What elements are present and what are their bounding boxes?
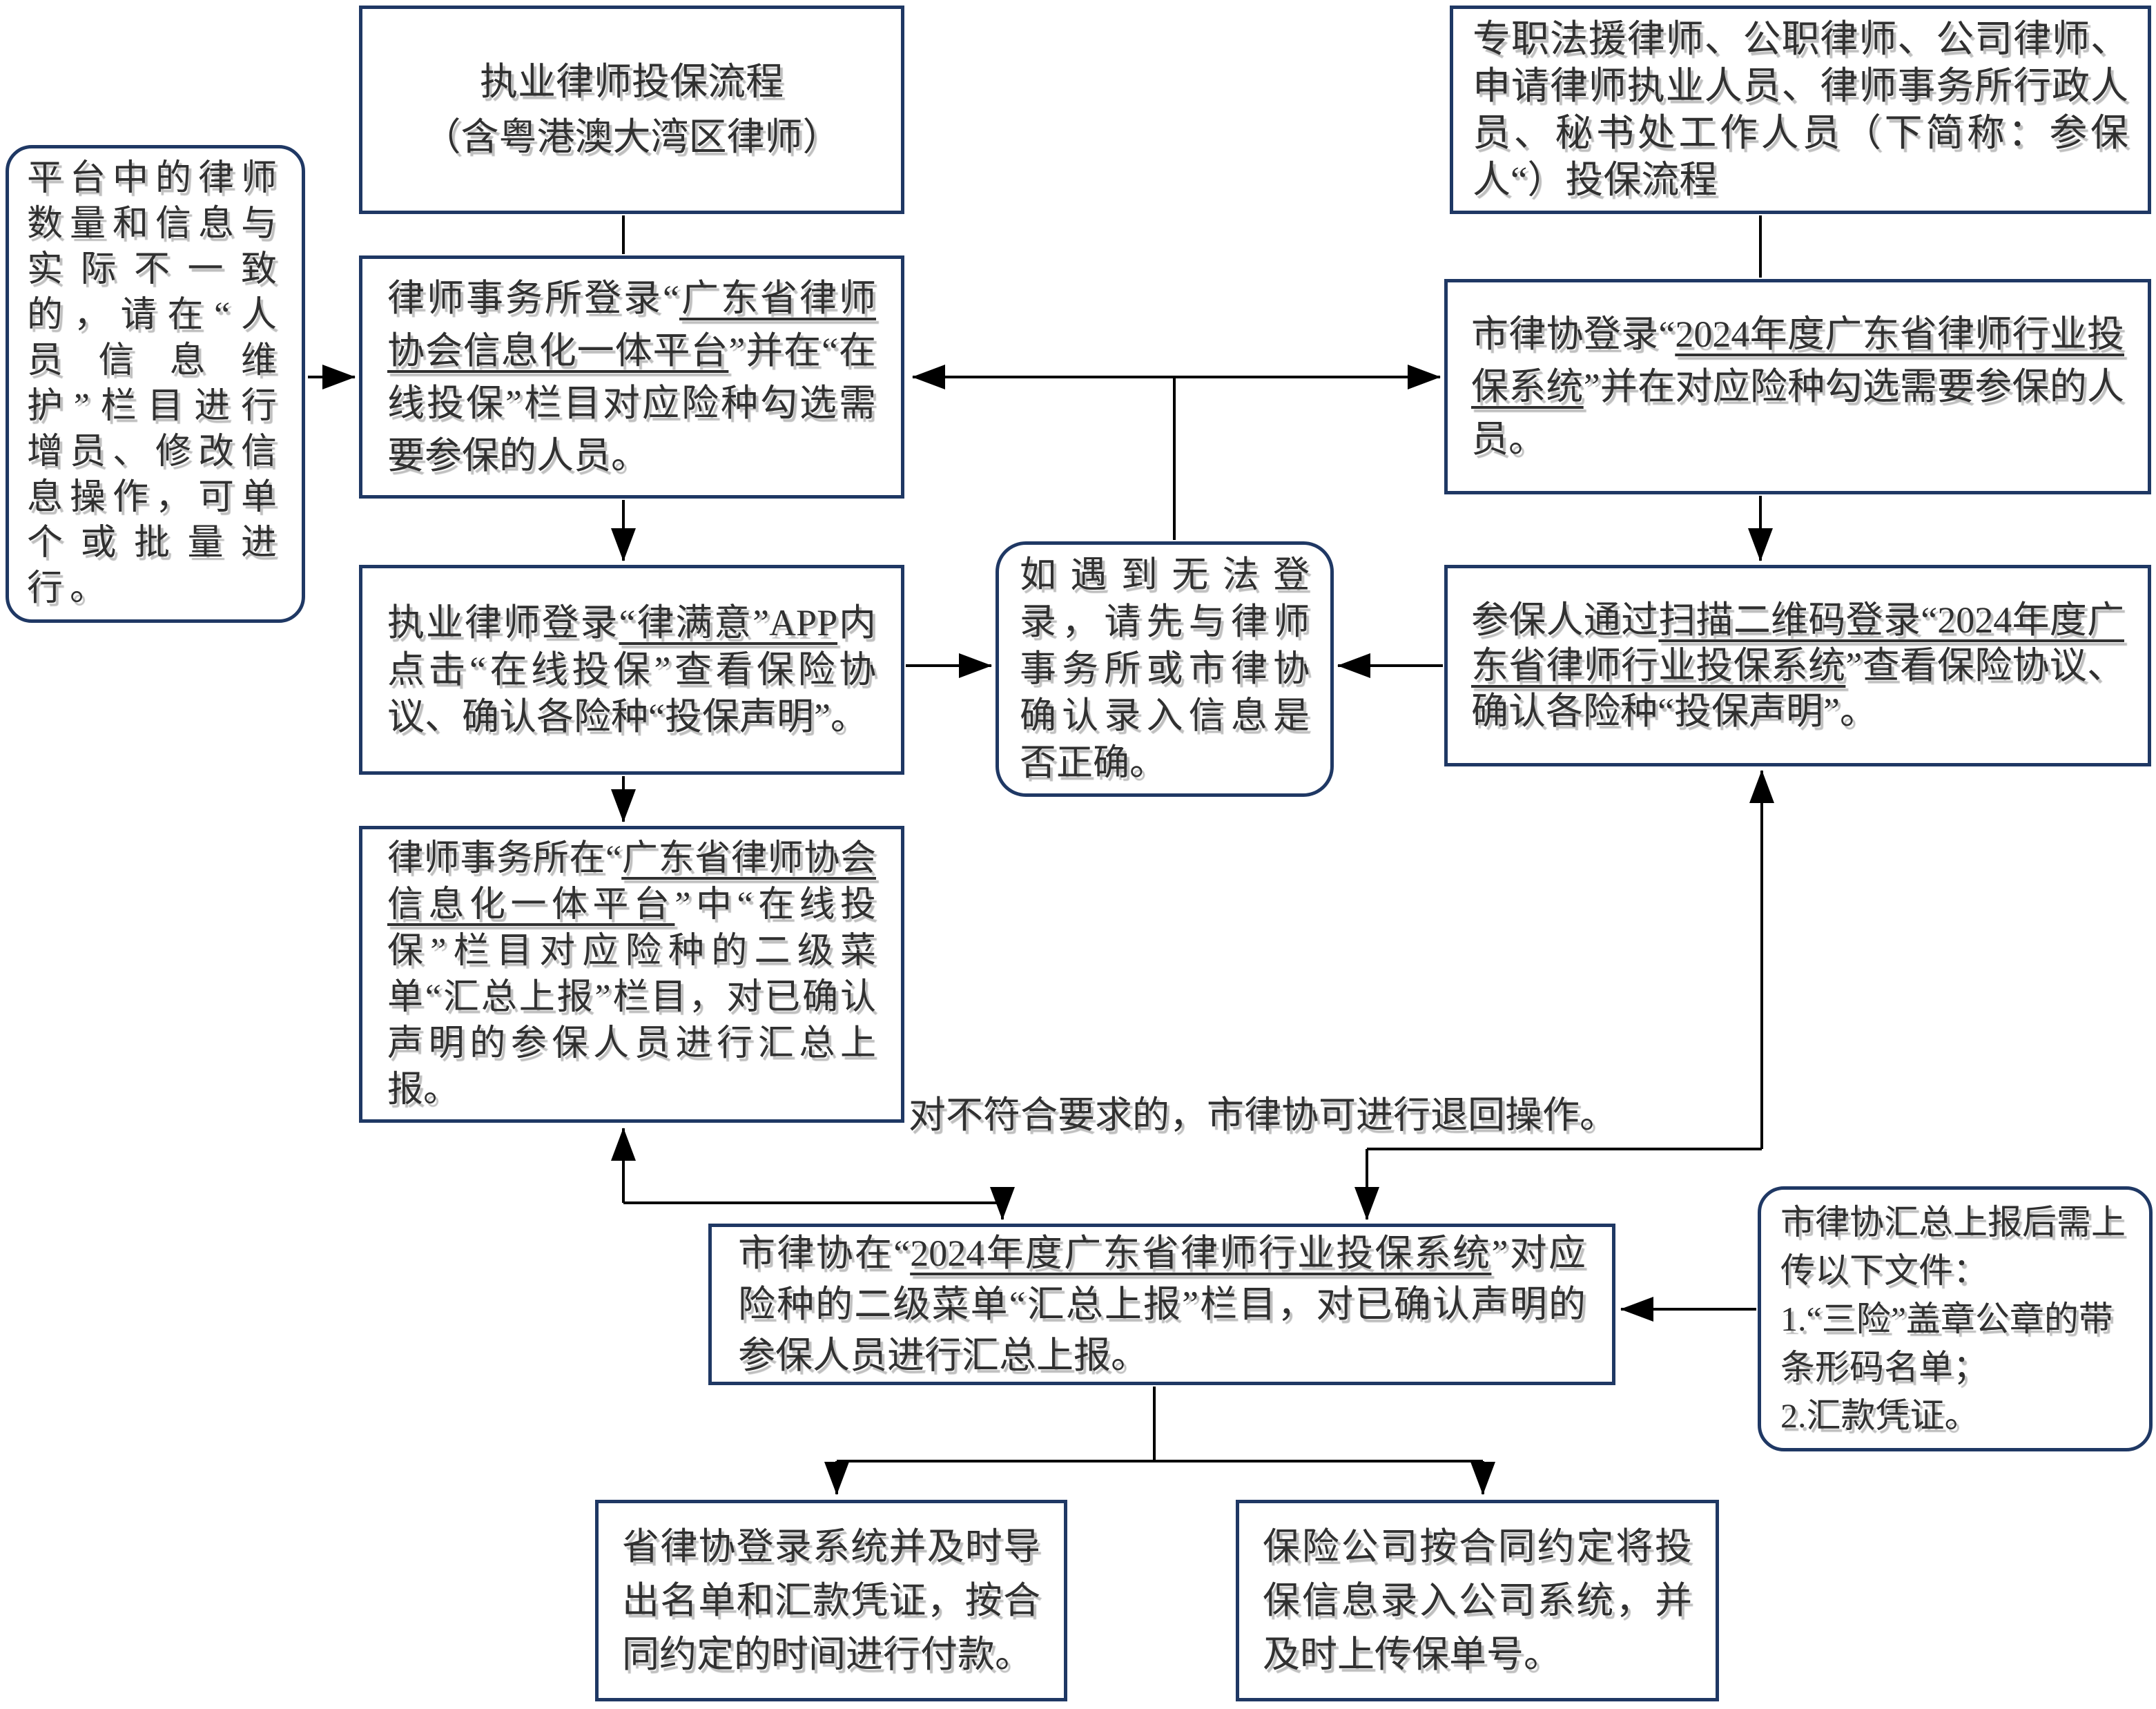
node-city-association-login: 市律协登录“2024年度广东省律师行业投保系统”并在对应险种勾选需要参保的人员。 xyxy=(1444,279,2151,494)
node-member-maintain-note-text: 平台中的律师数量和信息与实际不一致的，请在“人员信息维护”栏目进行增员、修改信息… xyxy=(27,159,284,608)
node-upload-files-note-text: 市律协汇总上报后需上传以下文件：1.“三险”盖章公章的带条形码名单；2.汇款凭证… xyxy=(1780,1203,2126,1435)
node-upload-files-note: 市律协汇总上报后需上传以下文件：1.“三险”盖章公章的带条形码名单；2.汇款凭证… xyxy=(1758,1186,2153,1451)
node-firm-login-platform: 律师事务所登录“广东省律师协会信息化一体平台”并在“在线投保”栏目对应险种勾选需… xyxy=(359,255,904,499)
node-lawyer-app-declaration-text: 执业律师登录“律满意”APP内点击“在线投保”查看保险协议、确认各险种“投保声明… xyxy=(387,602,877,737)
node-province-export-pay-text: 省律协登录系统并及时导出名单和汇款凭证，按合同约定的时间进行付款。 xyxy=(622,1526,1040,1675)
node-lawyer-app-declaration: 执业律师登录“律满意”APP内点击“在线投保”查看保险协议、确认各险种“投保声明… xyxy=(359,565,904,775)
node-insured-scan-declaration: 参保人通过扫描二维码登录“2024年度广东省律师行业投保系统”查看保险协议、确认… xyxy=(1444,565,2151,766)
node-insured-scan-declaration-text: 参保人通过扫描二维码登录“2024年度广东省律师行业投保系统”查看保险协议、确认… xyxy=(1471,599,2125,732)
node-title-practicing-lawyer-flow: 执业律师投保流程（含粤港澳大湾区律师） xyxy=(359,6,904,214)
node-member-maintain-note: 平台中的律师数量和信息与实际不一致的，请在“人员信息维护”栏目进行增员、修改信息… xyxy=(6,145,305,623)
node-title-practicing-lawyer-flow-text: 执业律师投保流程（含粤港澳大湾区律师） xyxy=(423,61,841,158)
node-cannot-login-note: 如遇到无法登录，请先与律师事务所或市律协确认录入信息是否正确。 xyxy=(996,541,1334,797)
label-return-operation: 对不符合要求的，市律协可进行退回操作。 xyxy=(909,1094,1617,1136)
node-province-export-pay: 省律协登录系统并及时导出名单和汇款凭证，按合同约定的时间进行付款。 xyxy=(595,1500,1067,1701)
node-firm-login-platform-text: 律师事务所登录“广东省律师协会信息化一体平台”并在“在线投保”栏目对应险种勾选需… xyxy=(387,278,877,476)
node-insurer-record-policy-text: 保险公司按合同约定将投保信息录入公司系统，并及时上传保单号。 xyxy=(1263,1526,1692,1675)
node-firm-summary-report: 律师事务所在“广东省律师协会信息化一体平台”中“在线投保”栏目对应险种的二级菜单… xyxy=(359,826,904,1123)
node-title-insured-person-flow-text: 专职法援律师、公职律师、公司律师、申请律师执业人员、律师事务所行政人员、秘书处工… xyxy=(1473,18,2128,201)
node-insurer-record-policy: 保险公司按合同约定将投保信息录入公司系统，并及时上传保单号。 xyxy=(1236,1500,1719,1701)
node-city-association-login-text: 市律协登录“2024年度广东省律师行业投保系统”并在对应险种勾选需要参保的人员。 xyxy=(1471,313,2125,460)
node-cannot-login-note-text: 如遇到无法登录，请先与律师事务所或市律协确认录入信息是否正确。 xyxy=(1020,555,1310,783)
node-firm-summary-report-text: 律师事务所在“广东省律师协会信息化一体平台”中“在线投保”栏目对应险种的二级菜单… xyxy=(387,839,876,1110)
node-city-summary-report-text: 市律协在“2024年度广东省律师行业投保系统”对应险种的二级菜单“汇总上报”栏目… xyxy=(738,1233,1586,1376)
node-city-summary-report: 市律协在“2024年度广东省律师行业投保系统”对应险种的二级菜单“汇总上报”栏目… xyxy=(708,1224,1615,1385)
node-title-insured-person-flow: 专职法援律师、公职律师、公司律师、申请律师执业人员、律师事务所行政人员、秘书处工… xyxy=(1450,6,2151,214)
